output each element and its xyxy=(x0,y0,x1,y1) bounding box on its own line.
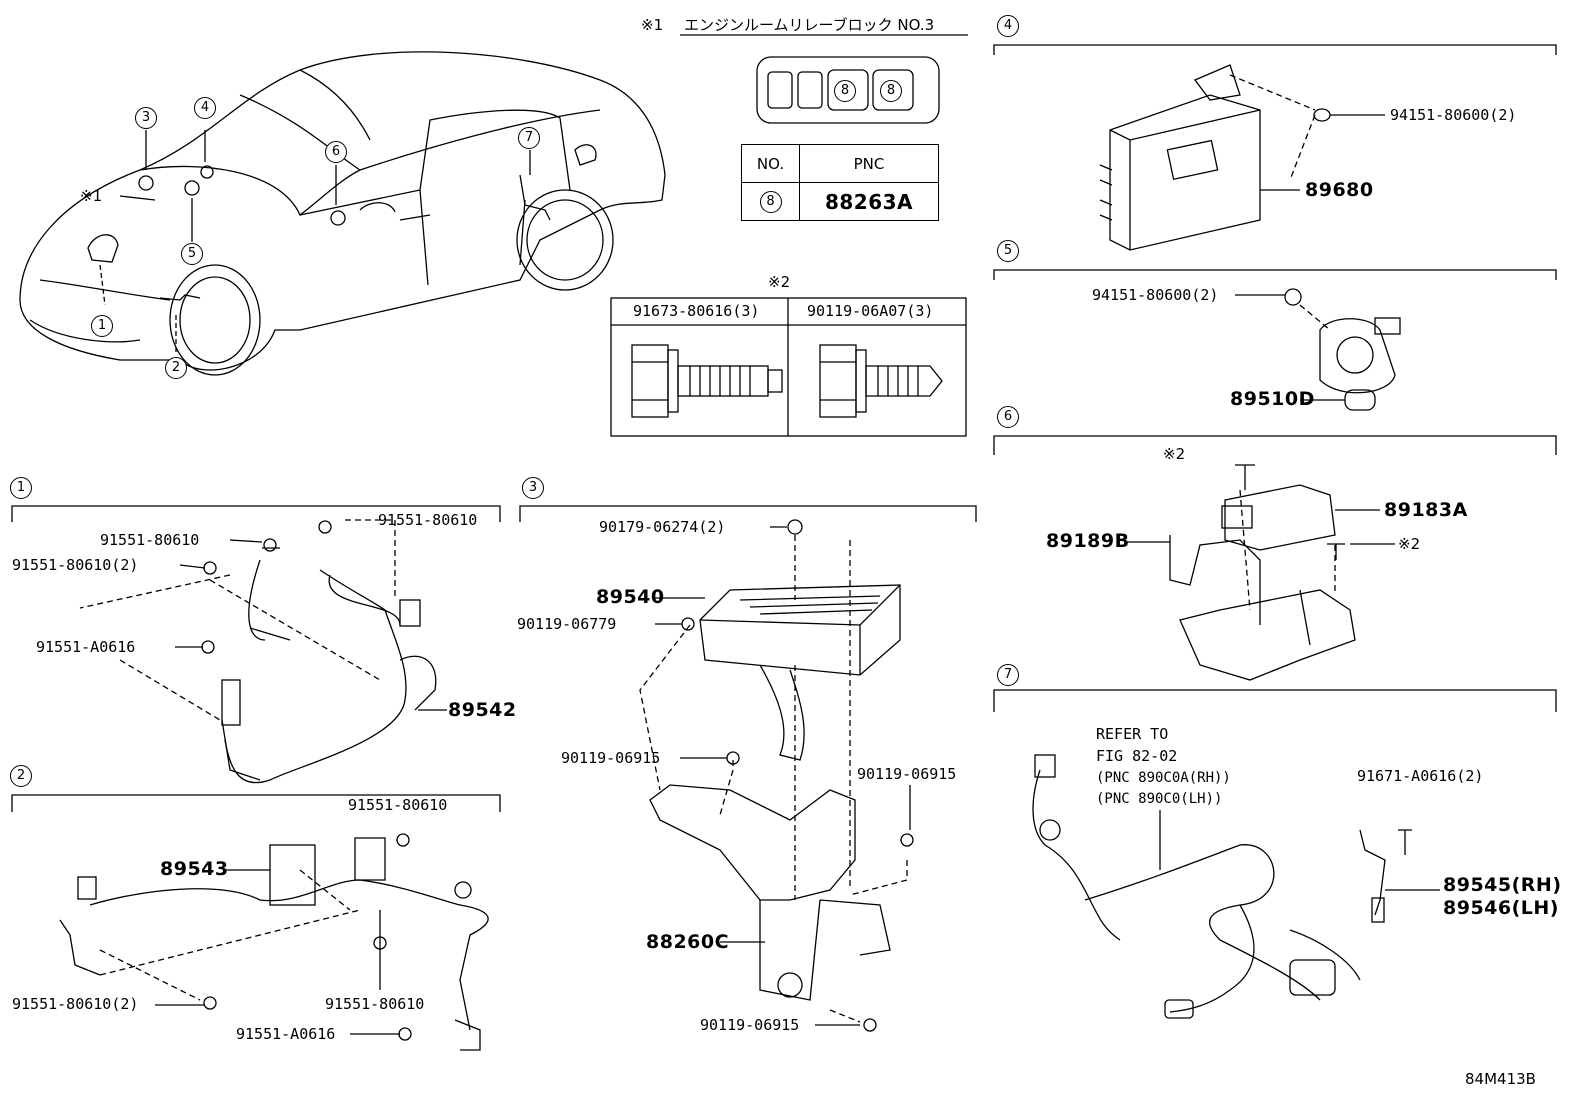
section7-harness-illustration xyxy=(1032,754,1440,1019)
bolt-b-label: 90119-06A07(3) xyxy=(807,302,934,320)
car-callout-5: 5 xyxy=(181,243,203,265)
relay-row-no: 8 xyxy=(741,182,800,221)
section-frames xyxy=(11,44,1557,812)
section3-number: 3 xyxy=(522,477,544,499)
s7-label-sensor-rh: 89545(RH) xyxy=(1443,874,1562,896)
s7-label-bolt: 91671-A0616(2) xyxy=(1357,767,1484,785)
s2-label-bolt-a0616: 91551-A0616 xyxy=(236,1025,336,1043)
car-illustration xyxy=(19,51,666,376)
relay-block-illustration xyxy=(680,34,968,124)
car-note-mark: ※1 xyxy=(80,187,103,205)
car-callout-6: 6 xyxy=(325,141,347,163)
bolts-illustration xyxy=(610,297,967,437)
s7-refer-line2: FIG 82-02 xyxy=(1096,747,1178,765)
s3-label-bolt-06915-bottom: 90119-06915 xyxy=(700,1016,800,1034)
car-callout-2: 2 xyxy=(165,357,187,379)
s1-label-bolt-a0616: 91551-A0616 xyxy=(36,638,136,656)
s2-label-bolt: 91551-80610 xyxy=(325,995,425,1013)
s4-label-ecu: 89680 xyxy=(1305,179,1374,201)
section6-bracket-illustration xyxy=(1125,464,1395,681)
section4-number: 4 xyxy=(997,15,1019,37)
note2-mark: ※2 xyxy=(768,273,791,291)
section2-harness-illustration xyxy=(59,833,489,1051)
car-callout-3: 3 xyxy=(135,107,157,129)
s3-label-bolt-06915-right: 90119-06915 xyxy=(857,765,957,783)
section5-sensor-illustration xyxy=(1235,288,1401,411)
s1-label-bolt: 91551-80610 xyxy=(100,531,200,549)
section1-harness-illustration xyxy=(79,519,447,784)
s6-label-note-bolt: ※2 xyxy=(1398,535,1421,553)
s2-label-harness: 89543 xyxy=(160,858,229,880)
relay-row-pnc: 88263A xyxy=(799,182,939,221)
s2-label-bolt-top: 91551-80610 xyxy=(348,796,448,814)
relay-col-no: NO. xyxy=(741,144,800,183)
s3-label-ecu: 89540 xyxy=(596,586,665,608)
s7-refer-line1: REFER TO xyxy=(1096,725,1169,743)
relay-slot-b: 8 xyxy=(880,80,902,102)
relay-table: NO. PNC 8 88263A xyxy=(741,144,939,221)
s3-label-nut: 90179-06274(2) xyxy=(599,518,726,536)
s7-label-sensor-lh: 89546(LH) xyxy=(1443,897,1559,919)
car-callout-4: 4 xyxy=(194,97,216,119)
s5-label-sensor: 89510D xyxy=(1230,388,1315,410)
s1-label-harness: 89542 xyxy=(448,699,517,721)
relay-row-no-badge: 8 xyxy=(759,191,782,213)
s6-label-sensor: 89183A xyxy=(1384,499,1468,521)
bolt-a-label: 91673-80616(3) xyxy=(633,302,760,320)
relay-col-pnc: PNC xyxy=(799,144,939,183)
s1-label-bolt-top: 91551-80610 xyxy=(378,511,478,529)
s3-label-bracket: 88260C xyxy=(646,931,730,953)
relay-slot-a: 8 xyxy=(834,80,856,102)
car-callout-7: 7 xyxy=(518,127,540,149)
s7-refer-line4: (PNC 890C0(LH)) xyxy=(1096,791,1223,807)
section2-number: 2 xyxy=(10,765,32,787)
figure-code: 84M413B xyxy=(1465,1070,1536,1088)
section7-number: 7 xyxy=(997,664,1019,686)
note1-mark: ※1 xyxy=(641,16,664,34)
s4-label-nut: 94151-80600(2) xyxy=(1390,106,1517,124)
car-callout-1: 1 xyxy=(91,315,113,337)
s6-label-note-top: ※2 xyxy=(1163,445,1186,463)
section3-ecu-illustration xyxy=(639,519,914,1032)
s2-label-bolt-2: 91551-80610(2) xyxy=(12,995,139,1013)
s5-label-nut: 94151-80600(2) xyxy=(1092,286,1219,304)
s1-label-bolt-2: 91551-80610(2) xyxy=(12,556,139,574)
section4-ecu-illustration xyxy=(1099,64,1385,251)
s7-refer-line3: (PNC 890C0A(RH)) xyxy=(1096,770,1231,786)
s6-label-bracket: 89189B xyxy=(1046,530,1130,552)
s3-label-bolt-06915-left: 90119-06915 xyxy=(561,749,661,767)
section1-number: 1 xyxy=(10,477,32,499)
note1-title: エンジンルームリレーブロック NO.3 xyxy=(684,16,935,34)
section6-number: 6 xyxy=(997,406,1019,428)
s3-label-bolt-06779: 90119-06779 xyxy=(517,615,617,633)
section5-number: 5 xyxy=(997,240,1019,262)
